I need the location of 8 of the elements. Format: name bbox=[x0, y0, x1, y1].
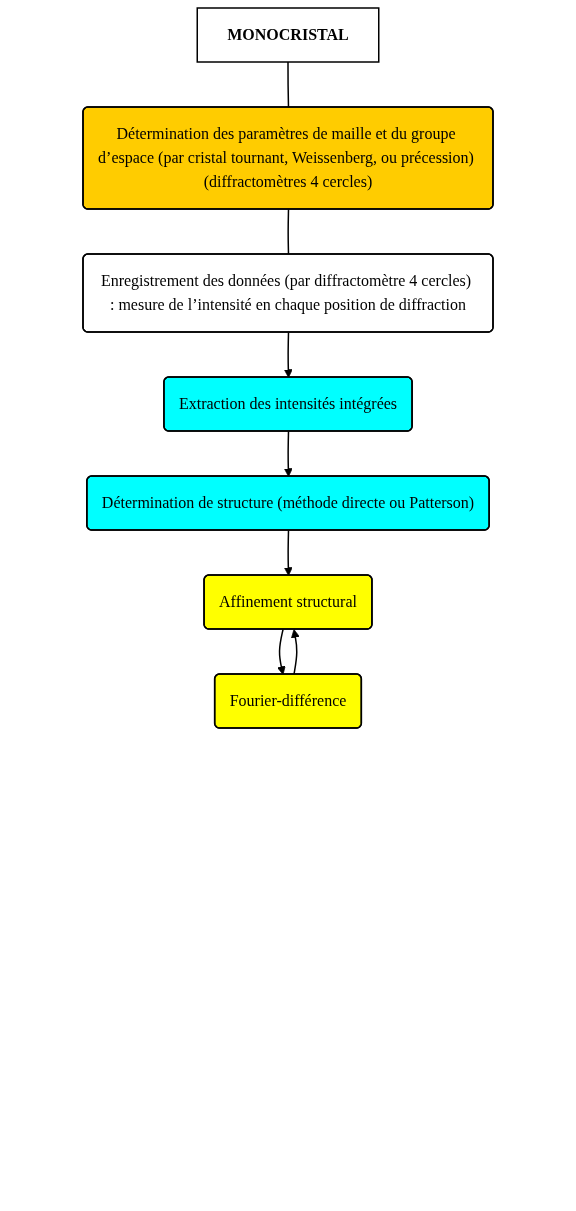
connector bbox=[287, 208, 290, 256]
arrow bbox=[283, 331, 293, 378]
arrow bbox=[277, 628, 286, 675]
arrow bbox=[283, 430, 293, 477]
arrow bbox=[283, 529, 293, 576]
connector bbox=[287, 61, 290, 109]
arrow bbox=[291, 629, 300, 676]
node-box: MONOCRISTAL bbox=[196, 7, 380, 63]
